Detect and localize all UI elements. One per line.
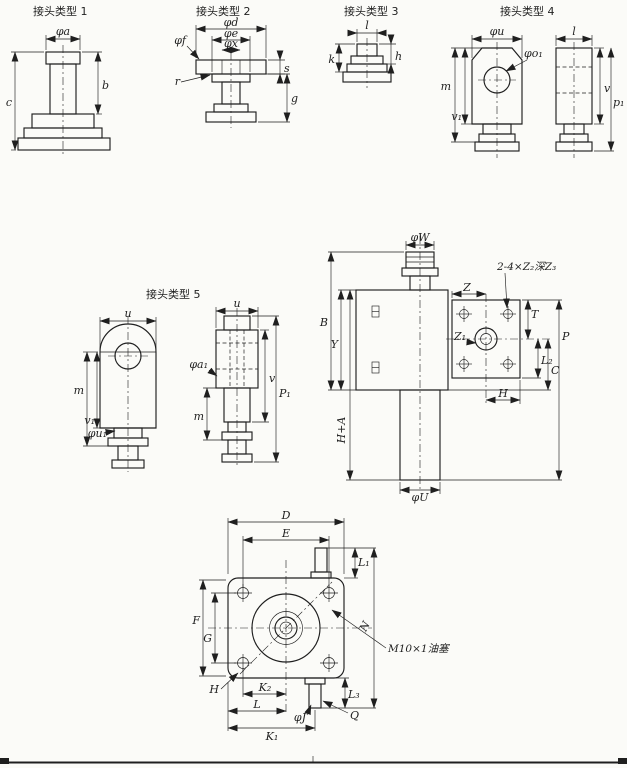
t4-dim-dia-u: φu bbox=[490, 25, 505, 38]
joint-type-2-geometry bbox=[195, 52, 267, 128]
flange-face-view: D E L₁ F G N M10×1油塞 H K₂ L φJ K₁ bbox=[191, 509, 450, 743]
t3-dim-l: l bbox=[365, 19, 369, 32]
joint-type-2-title: 接头类型 2 bbox=[196, 4, 251, 18]
t4-dim-v: v bbox=[604, 82, 611, 95]
t1-dim-b: b bbox=[102, 79, 109, 92]
joint-type-1-view: 接头类型 1 φa b c bbox=[6, 4, 111, 156]
flange-dim-f: F bbox=[191, 614, 200, 627]
flange-geometry bbox=[208, 547, 372, 714]
flange-dim-k2: K₂ bbox=[258, 681, 272, 694]
joint-type-1-title: 接头类型 1 bbox=[33, 4, 88, 18]
flange-plug-note: M10×1油塞 bbox=[387, 643, 450, 655]
flange-dimensions: D E L₁ F G N M10×1油塞 H K₂ L φJ K₁ bbox=[191, 509, 450, 743]
asm-dim-p: P bbox=[561, 330, 570, 343]
asm-dim-h-plus-a: H+A bbox=[335, 417, 348, 445]
asm-dim-z: Z bbox=[462, 281, 471, 294]
t2-dim-dia-x: φx bbox=[224, 37, 239, 50]
joint-type-3-title: 接头类型 3 bbox=[344, 4, 399, 18]
t5-dim-v: v bbox=[269, 372, 276, 385]
flange-dim-k1: K₁ bbox=[265, 730, 279, 743]
t2-dim-dia-e: φe bbox=[224, 27, 239, 40]
t1-dim-dia-a: φa bbox=[56, 25, 70, 38]
joint-type-3-geometry bbox=[342, 38, 392, 88]
joint-type-4-view: 接头类型 4 φu m v₁ φo₁ l bbox=[441, 4, 624, 158]
joint-type-4-front-geometry bbox=[471, 42, 523, 158]
asm-dim-z1: Z₁ bbox=[453, 330, 466, 343]
t1-dim-c: c bbox=[6, 96, 12, 109]
t5-dim-p1: P₁ bbox=[278, 387, 291, 400]
t3-dim-h: h bbox=[395, 50, 402, 63]
t4-dim-m: m bbox=[441, 80, 451, 93]
t5-dim-m-side: m bbox=[194, 410, 204, 423]
t2-dim-s: s bbox=[284, 62, 290, 75]
t4-dim-v1: v₁ bbox=[451, 110, 462, 123]
asm-dim-c: C bbox=[551, 364, 560, 377]
flange-dim-g: G bbox=[203, 632, 212, 645]
flange-dim-q: Q bbox=[350, 709, 359, 722]
t5-dim-dia-a1: φa₁ bbox=[189, 358, 208, 371]
flange-dim-h: H bbox=[208, 683, 219, 696]
asm-dim-t: T bbox=[531, 308, 540, 321]
t2-dim-r: r bbox=[175, 75, 181, 88]
joint-type-5-view: 接头类型 5 u m v₁ φu₁ bbox=[74, 287, 291, 472]
asm-holes-note: 2-4×Z₂深Z₃ bbox=[496, 261, 556, 273]
t4-dim-p1: p₁ bbox=[613, 96, 624, 109]
joint-type-5-side-geometry bbox=[215, 308, 259, 468]
flange-dim-n: N bbox=[356, 619, 373, 635]
joint-type-3-view: 接头类型 3 l h k bbox=[328, 4, 402, 88]
joint-type-5-title: 接头类型 5 bbox=[146, 287, 201, 301]
joint-type-2-dimensions: φd φe φx φf r s g bbox=[174, 16, 298, 123]
flange-dim-l3: L₃ bbox=[347, 688, 360, 701]
t5-dim-v1: v₁ bbox=[84, 414, 95, 427]
asm-dim-dia-w: φW bbox=[410, 231, 431, 244]
assembly-front-geometry bbox=[355, 236, 449, 492]
t2-dim-g: g bbox=[291, 92, 298, 105]
joint-type-3-dimensions: l h k bbox=[328, 19, 402, 74]
joint-type-4-side-geometry bbox=[555, 42, 593, 158]
t5-dim-u-side: u bbox=[233, 297, 240, 310]
t3-dim-k: k bbox=[328, 53, 335, 66]
joint-type-5-dimensions: u m v₁ φu₁ u φa₁ v P₁ m bbox=[74, 297, 291, 463]
asm-dim-h: H bbox=[497, 387, 508, 400]
joint-type-4-title: 接头类型 4 bbox=[500, 4, 555, 18]
t5-dim-dia-u1: φu₁ bbox=[88, 427, 107, 440]
assembly-view: φW B Y H+A φU Z Z₁ 2-4×Z₂深Z₃ T L₂ C P bbox=[319, 231, 570, 504]
joint-type-4-dimensions: φu m v₁ φo₁ l v p₁ bbox=[441, 25, 624, 152]
assembly-face-geometry bbox=[446, 294, 552, 404]
joint-type-1-geometry bbox=[17, 45, 111, 156]
sheet-frame bbox=[0, 756, 627, 764]
flange-dim-l: L bbox=[252, 698, 260, 711]
assembly-dimensions: φW B Y H+A φU Z Z₁ 2-4×Z₂深Z₃ T L₂ C P bbox=[319, 231, 570, 504]
flange-dim-e: E bbox=[281, 527, 290, 540]
t2-dim-dia-d: φd bbox=[224, 16, 239, 29]
t2-dim-dia-f: φf bbox=[174, 34, 188, 47]
asm-dim-dia-u: φU bbox=[412, 491, 430, 504]
joint-type-5-front-geometry bbox=[99, 316, 157, 472]
joint-type-1-dimensions: φa b c bbox=[6, 25, 109, 151]
flange-dim-dia-j: φJ bbox=[294, 711, 307, 724]
t4-dim-l: l bbox=[572, 25, 576, 38]
t5-dim-u-front: u bbox=[124, 307, 131, 320]
flange-dim-d: D bbox=[281, 509, 291, 522]
joint-type-2-view: 接头类型 2 φd φe φx φf r s g bbox=[174, 4, 298, 128]
asm-dim-b: B bbox=[319, 316, 328, 329]
t5-dim-m-front: m bbox=[74, 384, 84, 397]
flange-dim-l1: L₁ bbox=[357, 556, 370, 569]
asm-dim-y: Y bbox=[331, 338, 340, 351]
t4-dim-dia-o1: φo₁ bbox=[524, 47, 543, 60]
